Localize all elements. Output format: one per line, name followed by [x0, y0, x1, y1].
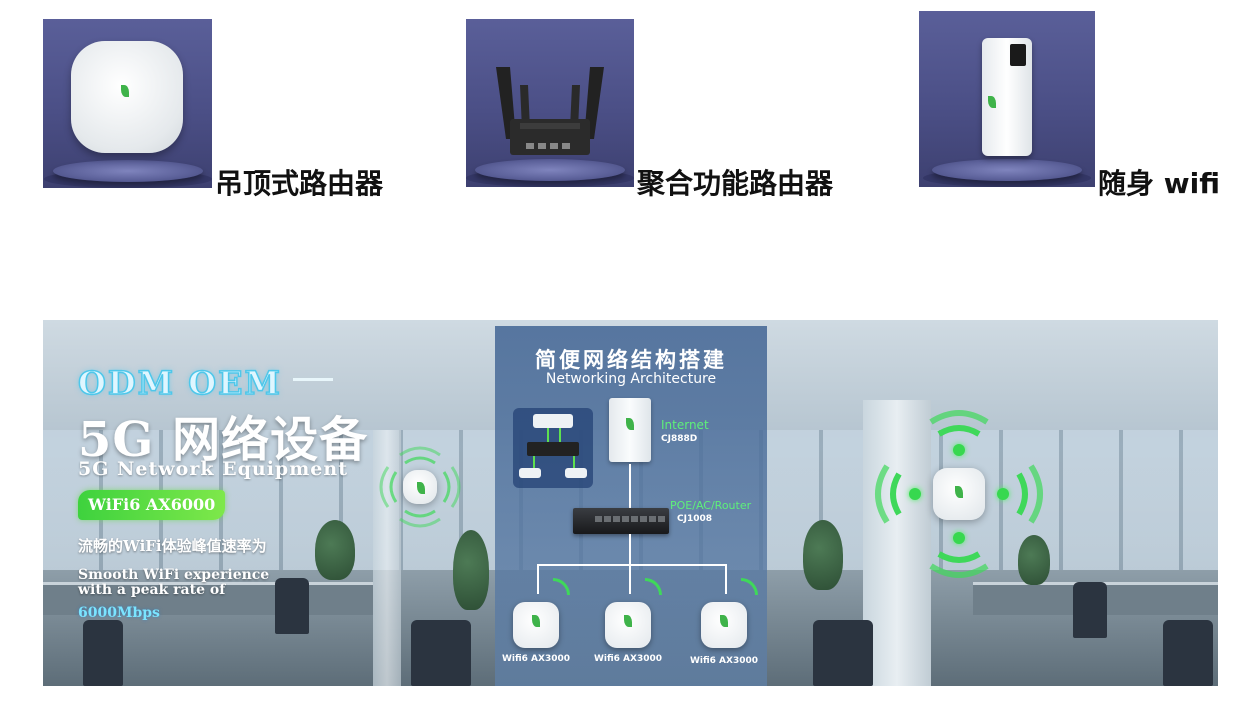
access-point-3: [701, 602, 747, 648]
aggregate-router-image[interactable]: [466, 19, 634, 187]
slogan-en-line1: Smooth WiFi experience: [78, 567, 270, 583]
internet-cpe-device: [609, 398, 651, 462]
wifi-signal-icon: [645, 578, 662, 595]
wifi-waves-icon: [379, 446, 461, 528]
portable-wifi-image[interactable]: [919, 11, 1095, 187]
internet-model: CJ888D: [661, 434, 698, 444]
ap-label: Wifi6 AX3000: [501, 654, 571, 664]
architecture-panel: 简便网络结构搭建 Networking Architecture Interne…: [495, 326, 767, 686]
ap-label: Wifi6 AX3000: [593, 654, 663, 664]
wifi-signal-icon: [741, 578, 758, 595]
odm-oem-title: ODM OEM: [77, 363, 282, 403]
mini-network-diagram: [513, 408, 593, 488]
aggregate-router-icon: [496, 67, 604, 155]
ceiling-router-image[interactable]: [43, 19, 212, 188]
ap-label: Wifi6 AX3000: [689, 656, 759, 666]
network-banner[interactable]: ODM OEM 5G 网络设备 5G Network Equipment WiF…: [43, 320, 1218, 686]
access-point-2: [605, 602, 651, 648]
slogan-en-line2: with a peak rate of: [78, 582, 226, 598]
internet-label: Internet: [661, 418, 709, 432]
portable-wifi-icon: [982, 38, 1032, 156]
architecture-title-en: Networking Architecture: [545, 371, 717, 387]
poe-switch-device: [573, 508, 669, 534]
product-label[interactable]: 随身 wifi: [1098, 167, 1220, 200]
access-point-1: [513, 602, 559, 648]
wifi6-badge: WiFi6 AX6000: [78, 490, 226, 520]
wifi-waves-icon: [875, 410, 1043, 578]
product-label[interactable]: 聚合功能路由器: [637, 167, 834, 200]
poe-model: CJ1008: [677, 514, 713, 524]
peak-rate: 6000Mbps: [78, 605, 160, 621]
slogan-cn: 流畅的WiFi体验峰值速率为: [78, 537, 267, 555]
wifi-signal-icon: [553, 578, 570, 595]
architecture-title-cn: 简便网络结构搭建: [535, 348, 727, 372]
banner-title-en: 5G Network Equipment: [78, 458, 348, 480]
poe-label: POE/AC/Router: [670, 499, 752, 512]
odm-underline: [293, 378, 333, 381]
slogan-en: Smooth WiFi experience with a peak rate …: [78, 568, 269, 598]
banner-title-cn: 5G 网络设备: [78, 412, 369, 468]
product-label[interactable]: 吊顶式路由器: [215, 167, 384, 200]
ceiling-router-icon: [71, 41, 183, 153]
